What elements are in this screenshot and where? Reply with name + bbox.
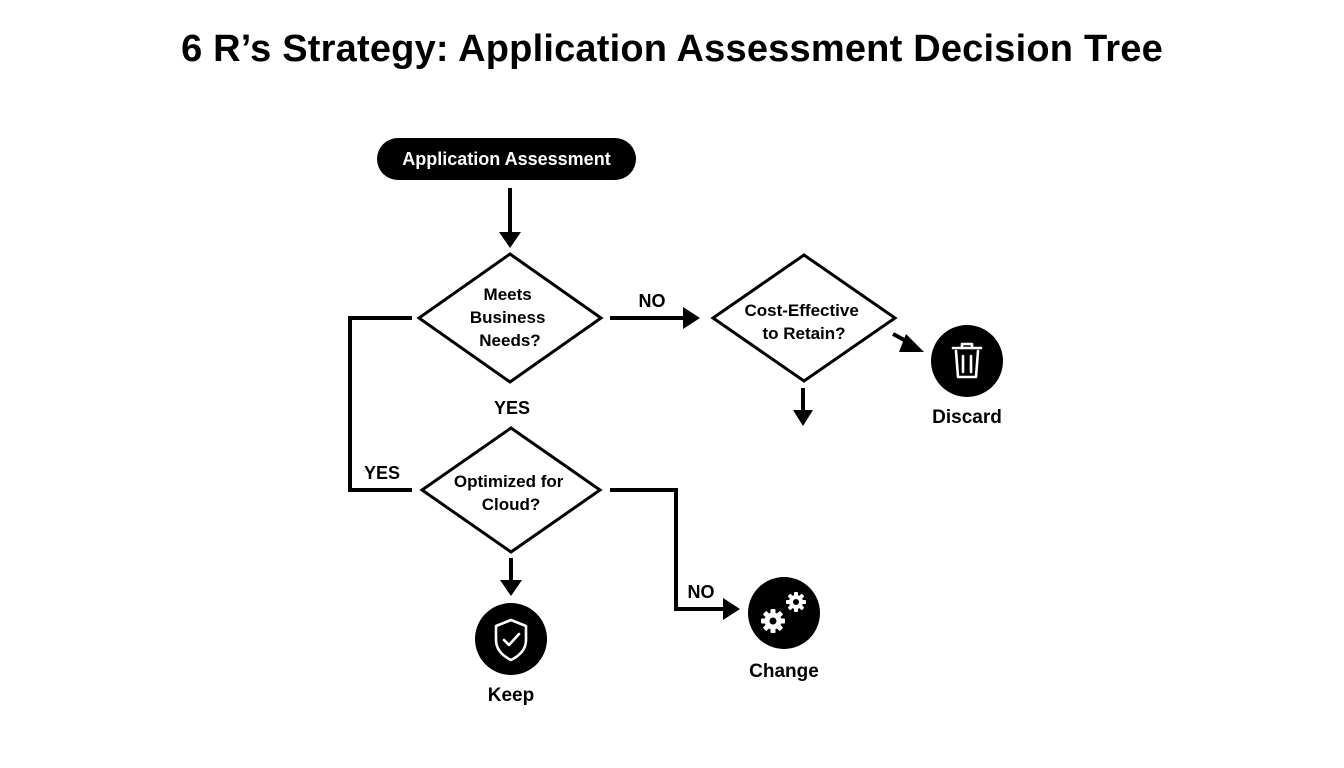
svg-text:Cost-Effective to Retain: Cost-Effective to Retain? <box>744 301 863 343</box>
meets-line-2: Business <box>470 308 546 327</box>
arrow-cost-to-discard <box>892 332 924 352</box>
outcome-discard-label: Discard <box>932 407 1002 428</box>
optimized-line-1: Optimized for <box>454 472 564 491</box>
optimized-line-2: Cloud? <box>482 495 541 514</box>
trash-icon <box>951 342 983 379</box>
outcome-change: Change <box>748 577 820 682</box>
outcome-discard: Discard <box>931 325 1003 428</box>
outcome-keep-label: Keep <box>488 685 534 706</box>
arrow-cost-down <box>793 388 813 426</box>
edge-label-meets-no: NO <box>639 291 666 311</box>
cost-line-2: to Retain? <box>762 324 845 343</box>
outcome-change-label: Change <box>749 661 819 682</box>
arrow-optimized-to-keep <box>500 558 522 596</box>
start-node-label: Application Assessment <box>402 149 610 169</box>
connector-optimized-no: NO <box>610 488 740 620</box>
gears-icon <box>761 592 806 633</box>
arrow-meets-no: NO <box>610 291 700 329</box>
page-title: 6 R’s Strategy: Application Assessment D… <box>181 28 1163 70</box>
meets-line-3: Needs? <box>479 331 540 350</box>
meets-line-1: Meets <box>484 285 532 304</box>
edge-label-meets-yes: YES <box>494 398 530 418</box>
svg-text:Optimized for Cloud?: Optimized for Cloud? <box>454 472 568 514</box>
arrow-start-to-meets <box>499 188 521 248</box>
svg-text:Meets Business Nee: Meets Business Needs? <box>470 285 550 350</box>
decision-meets-business-needs: Meets Business Needs? <box>416 252 604 384</box>
decision-cost-effective: Cost-Effective to Retain? <box>710 253 898 383</box>
edge-label-optimized-no: NO <box>688 582 715 602</box>
connector-left-yes: YES <box>348 316 412 492</box>
cost-line-1: Cost-Effective <box>744 301 858 320</box>
decision-optimized-for-cloud: Optimized for Cloud? <box>419 426 603 554</box>
start-node: Application Assessment <box>377 138 636 180</box>
outcome-keep: Keep <box>475 603 547 706</box>
edge-label-left-yes: YES <box>364 463 400 483</box>
shield-check-icon <box>494 618 528 662</box>
